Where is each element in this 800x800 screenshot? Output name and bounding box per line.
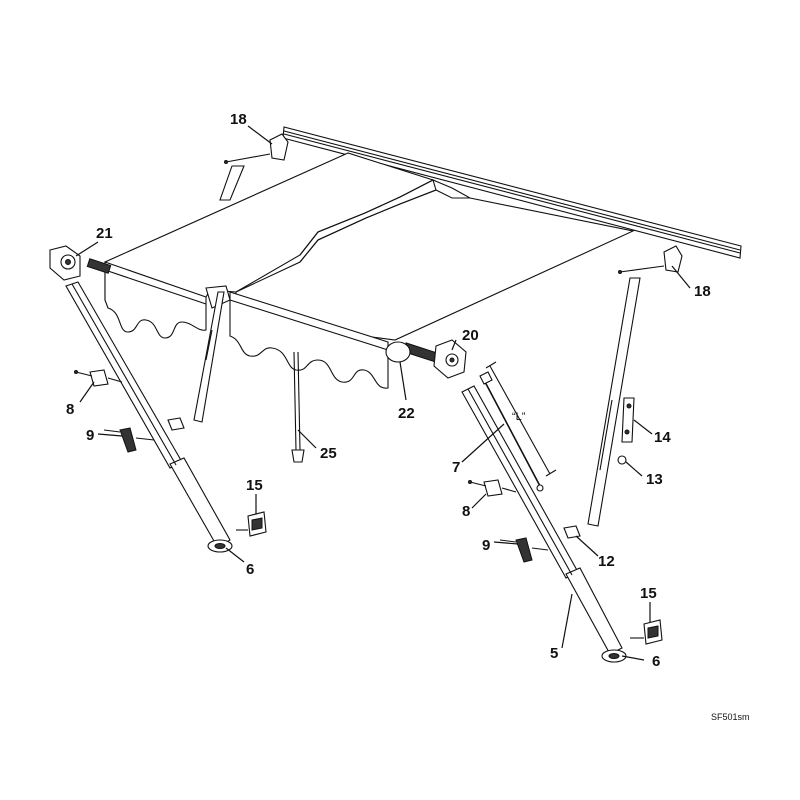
callouts: 18 18 21 20 22 25 8 8 9 9 15 15 6 6 14 1…: [66, 111, 711, 670]
foot-bracket-left: [236, 511, 267, 537]
tension-rod: [479, 371, 544, 492]
leader-lines: [75, 125, 691, 661]
callout-13: 13: [646, 471, 663, 488]
callout-15-right: 15: [640, 585, 657, 602]
arm-bracket-right: [468, 479, 517, 497]
foot-left: [207, 539, 233, 553]
rafter-arm-right: [587, 277, 641, 527]
lever-part: [621, 397, 635, 443]
small-clip-right: [563, 525, 581, 539]
callout-14: 14: [654, 429, 671, 446]
callout-21: 21: [96, 225, 113, 242]
callout-12: 12: [598, 553, 615, 570]
callout-25: 25: [320, 445, 337, 462]
rafter-arm-left: [193, 165, 245, 423]
awning-rail: [282, 126, 742, 259]
pull-strap: [291, 351, 305, 463]
dimension-line: [485, 361, 557, 477]
roller-tube-right: [385, 341, 440, 363]
callout-6-left: 6: [246, 561, 254, 578]
support-arm-left: [65, 281, 231, 549]
reference-code: SF501sm: [711, 712, 750, 722]
end-cap-right: [433, 339, 467, 379]
callout-18-left: 18: [230, 111, 247, 128]
callout-6-right: 6: [652, 653, 660, 670]
dimension-label: “L”: [512, 411, 526, 423]
clip-left: [103, 427, 155, 453]
callout-18-right: 18: [694, 283, 711, 300]
small-clip-left: [167, 417, 185, 431]
knob-part: [617, 455, 627, 465]
callout-22: 22: [398, 405, 415, 422]
awning-fabric: [104, 152, 635, 389]
callout-9-right: 9: [482, 537, 490, 554]
callout-9-left: 9: [86, 427, 94, 444]
callout-5: 5: [550, 645, 558, 662]
arm-bracket-left: [74, 369, 123, 387]
clip-right: [499, 537, 549, 563]
callout-8-left: 8: [66, 401, 74, 418]
foot-bracket-right: [630, 619, 663, 645]
support-arm-right: [461, 385, 623, 655]
callout-7: 7: [452, 459, 460, 476]
callout-15-left: 15: [246, 477, 263, 494]
top-bracket-left: [224, 133, 289, 164]
callout-20: 20: [462, 327, 479, 344]
foot-right: [601, 649, 627, 663]
callout-8-right: 8: [462, 503, 470, 520]
end-cap-left: [49, 245, 81, 281]
top-bracket-right: [618, 245, 683, 274]
